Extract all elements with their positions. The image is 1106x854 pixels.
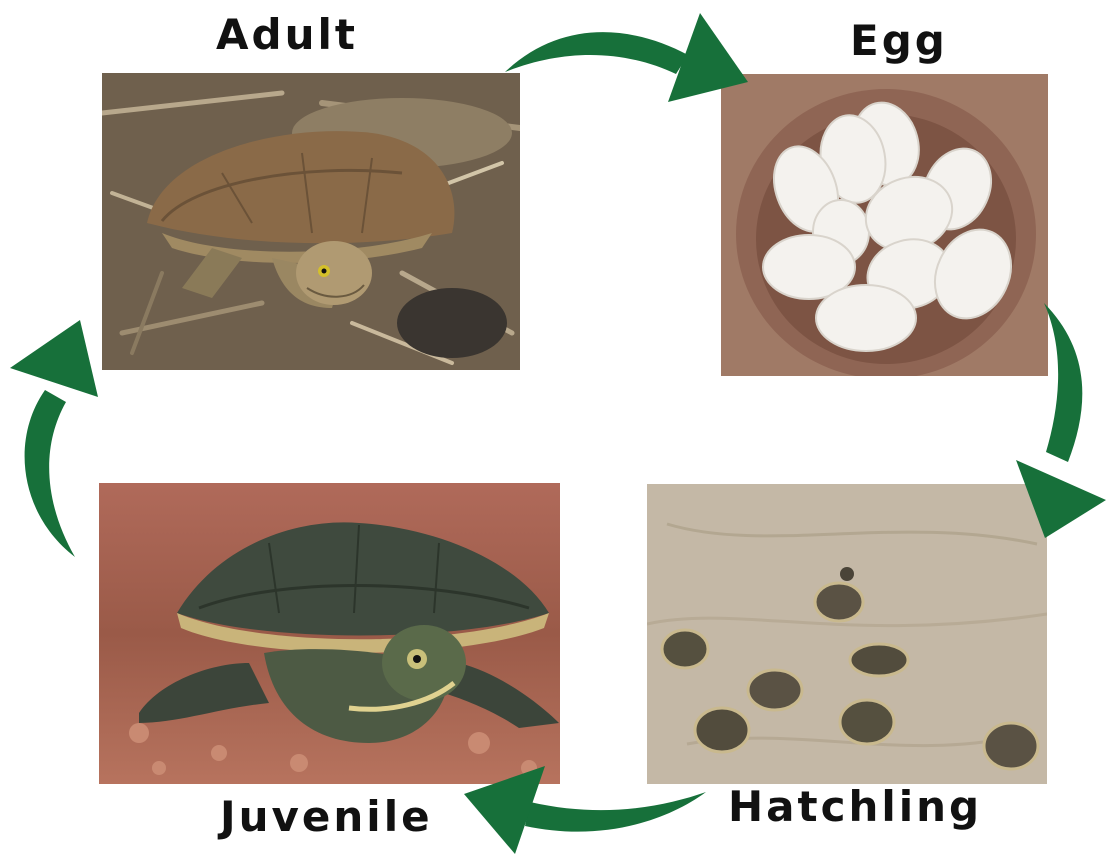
eggs-photo	[721, 74, 1048, 376]
adult-turtle-photo	[102, 73, 520, 370]
curved-arrow-icon	[10, 320, 98, 557]
hatchlings-photo	[647, 484, 1047, 784]
label-hatchling: Hatchling	[728, 782, 982, 831]
label-juvenile: Juvenile	[220, 792, 433, 841]
label-adult: Adult	[216, 10, 358, 59]
label-egg: Egg	[850, 16, 948, 65]
juvenile-turtle-photo	[99, 483, 560, 784]
curved-arrow-icon	[505, 13, 748, 102]
